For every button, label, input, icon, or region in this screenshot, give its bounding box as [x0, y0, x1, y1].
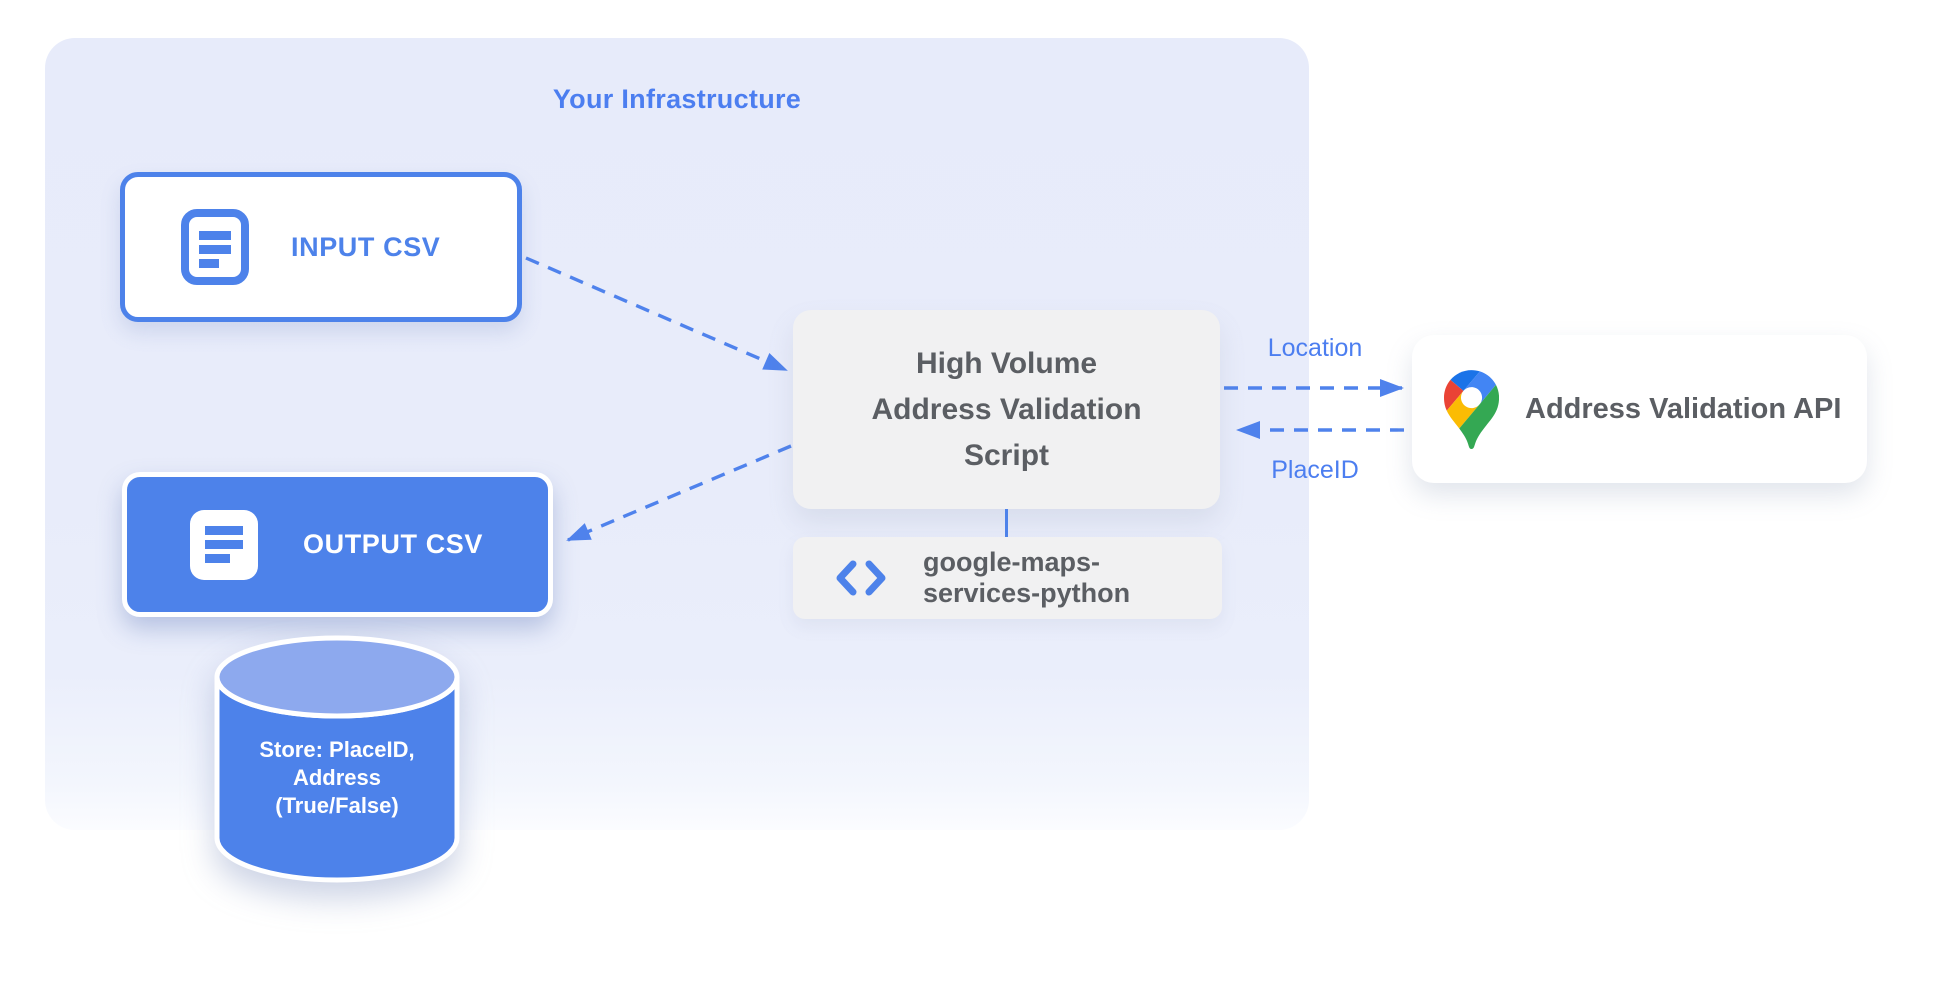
location-edge-label: Location — [1267, 334, 1363, 362]
library-node: google-maps- services-python — [793, 537, 1222, 619]
api-label: Address Validation API — [1525, 392, 1842, 425]
datastore-line-1: Store: PlaceID, — [259, 737, 415, 762]
datastore-line-2: Address — [292, 765, 382, 790]
input-csv-label: INPUT CSV — [291, 231, 441, 262]
script-line-3: Script — [963, 438, 1050, 472]
cylinder-top — [214, 635, 460, 719]
datastore-label: Store: PlaceID, Address (True/False) — [203, 736, 471, 820]
script-node: High Volume Address Validation Script — [793, 310, 1220, 509]
script-line-1: High Volume — [915, 346, 1098, 380]
api-node: Address Validation API — [1412, 335, 1867, 483]
datastore-line-3: (True/False) — [275, 793, 399, 818]
script-library-connector — [1005, 509, 1008, 537]
document-icon — [181, 209, 249, 285]
placeid-edge-label: PlaceID — [1271, 456, 1359, 484]
output-csv-node: OUTPUT CSV — [122, 472, 553, 617]
document-icon — [190, 509, 258, 580]
input-csv-node: INPUT CSV — [120, 172, 522, 322]
code-icon — [836, 560, 886, 596]
google-maps-pin-icon — [1444, 369, 1499, 449]
infrastructure-title: Your Infrastructure — [552, 84, 802, 114]
library-line-1: google-maps- — [923, 547, 1101, 577]
script-line-2: Address Validation — [871, 392, 1142, 426]
library-line-2: services-python — [923, 578, 1131, 608]
library-label: google-maps- services-python — [923, 547, 1130, 609]
output-csv-label: OUTPUT CSV — [303, 529, 484, 559]
datastore-cylinder — [214, 635, 460, 883]
